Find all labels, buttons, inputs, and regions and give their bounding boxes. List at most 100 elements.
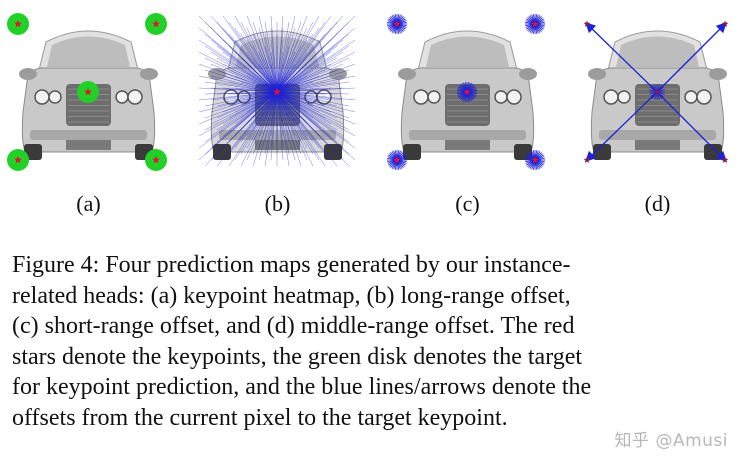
offset-line	[246, 15, 278, 93]
long-range-offsets	[198, 15, 356, 167]
car-bumper	[30, 130, 147, 140]
offset-line	[258, 91, 278, 161]
car-headlight	[696, 89, 712, 105]
middle-range-arrow	[585, 22, 658, 93]
car-image-d	[583, 20, 729, 163]
offset-line	[276, 91, 338, 131]
car-windshield	[616, 36, 699, 67]
car-mirror	[208, 68, 226, 80]
offset-line	[252, 81, 278, 93]
offset-line	[276, 57, 326, 93]
offset-line	[258, 91, 278, 125]
offset-line	[276, 63, 356, 93]
offset-line	[276, 91, 356, 113]
caption-line: (c) short-range offset, and (d) middle-r…	[12, 313, 575, 339]
car-image-b	[198, 15, 356, 167]
offset-line	[276, 27, 320, 93]
offset-line	[270, 91, 278, 113]
offset-line	[252, 91, 278, 155]
offset-line	[258, 91, 278, 101]
offset-line	[276, 91, 344, 113]
offset-line	[216, 81, 278, 93]
offset-line	[264, 81, 278, 93]
car-bumper	[409, 130, 526, 140]
offset-line	[276, 75, 356, 93]
offset-line	[252, 91, 278, 95]
offset-line	[222, 51, 278, 93]
keypoint-star	[721, 20, 729, 27]
offset-line	[276, 91, 350, 95]
keypoint-star	[273, 88, 281, 96]
offset-line	[276, 15, 344, 93]
offset-line	[276, 21, 326, 93]
offset-line	[246, 91, 278, 113]
offset-line	[276, 39, 356, 93]
offset-line	[270, 39, 278, 93]
offset-line	[276, 91, 356, 149]
offset-line	[216, 91, 278, 107]
keypoint-star	[393, 156, 401, 163]
watermark: 知乎 @Amusi	[614, 431, 728, 451]
car-headlight	[48, 90, 62, 104]
offset-line	[276, 91, 356, 125]
offset-line	[234, 87, 278, 93]
car-headlight	[684, 90, 698, 104]
keypoint-star	[463, 88, 471, 95]
keypoint-star	[583, 20, 591, 27]
offset-line	[276, 91, 296, 161]
car-wheel	[324, 144, 342, 160]
car-wheel	[24, 144, 42, 160]
car-front	[588, 30, 727, 160]
offset-line	[264, 91, 278, 119]
car-mirror	[329, 68, 347, 80]
keypoint-star	[583, 156, 591, 163]
offset-line	[276, 91, 308, 161]
caption-line: offsets from the current pixel to the ta…	[12, 404, 508, 431]
offset-line	[276, 57, 350, 93]
car-windshield	[426, 36, 509, 67]
car-plate	[255, 140, 300, 150]
offset-line	[276, 27, 356, 93]
offset-line	[204, 45, 278, 93]
offset-line	[276, 21, 314, 93]
offset-line	[246, 91, 278, 101]
offset-line	[276, 91, 308, 137]
offset-line	[276, 91, 314, 155]
offset-line	[258, 51, 278, 93]
keypoint-star	[531, 156, 539, 163]
figure-panels: (a) (b) (c) (d)	[0, 0, 740, 230]
offset-line	[258, 27, 278, 93]
offset-line	[276, 15, 320, 93]
offset-line	[276, 91, 332, 101]
car-mirror	[519, 68, 537, 80]
offset-line	[276, 91, 338, 107]
offset-line	[258, 15, 278, 93]
keypoint-star	[531, 20, 539, 27]
offset-line	[276, 91, 350, 131]
car-mirror	[709, 68, 727, 80]
offset-line	[234, 63, 278, 93]
offset-line	[264, 69, 278, 93]
offset-line	[276, 87, 356, 93]
panel-label-b: (b)	[264, 191, 291, 216]
car-headlight	[506, 89, 522, 105]
offset-line	[270, 63, 278, 93]
offset-line	[276, 91, 356, 161]
offset-line	[228, 91, 278, 119]
offset-line	[276, 91, 344, 125]
offset-line	[270, 75, 278, 93]
offset-line	[270, 91, 278, 125]
car-image-c	[387, 14, 545, 170]
caption-line: related heads: (a) keypoint heatmap, (b)…	[12, 282, 571, 309]
keypoint-star	[653, 88, 661, 95]
offset-line	[240, 91, 278, 107]
offset-line	[198, 91, 278, 101]
car-plate	[66, 140, 111, 150]
offset-line	[276, 91, 350, 143]
offset-line	[276, 33, 314, 93]
offset-line	[264, 91, 278, 167]
offset-line	[258, 63, 278, 93]
offset-line	[198, 91, 278, 137]
offset-line	[276, 91, 338, 119]
offset-line	[252, 33, 278, 93]
